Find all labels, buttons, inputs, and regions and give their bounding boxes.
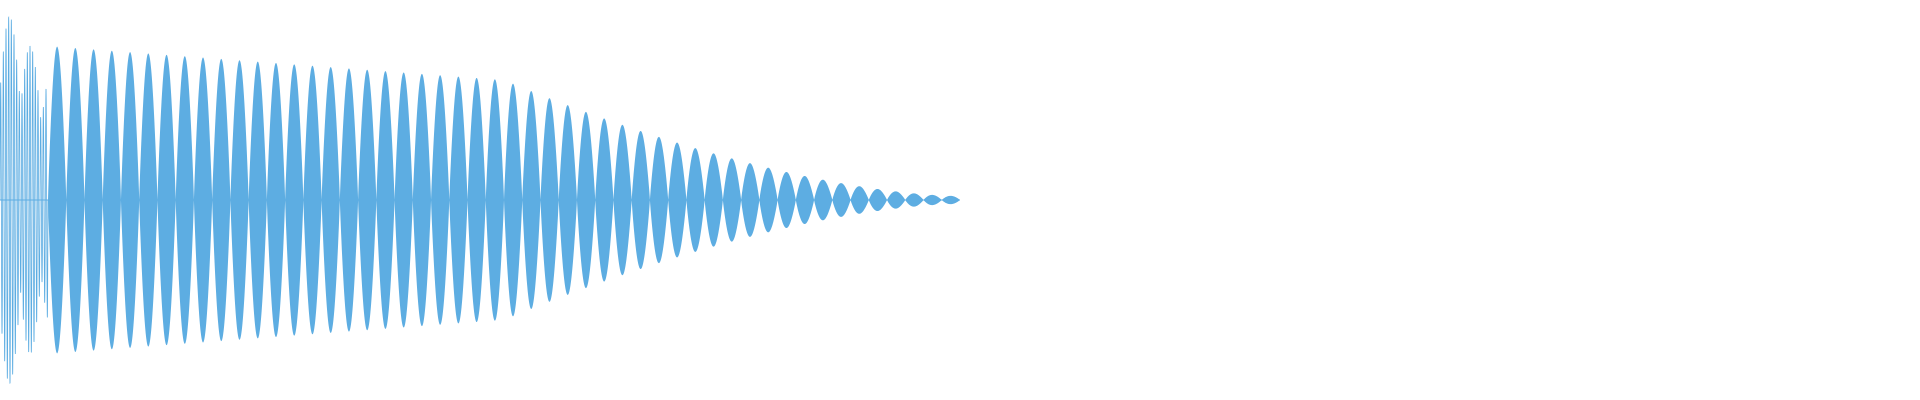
waveform-view[interactable] [0,0,1920,400]
audio-waveform[interactable] [0,0,1920,400]
